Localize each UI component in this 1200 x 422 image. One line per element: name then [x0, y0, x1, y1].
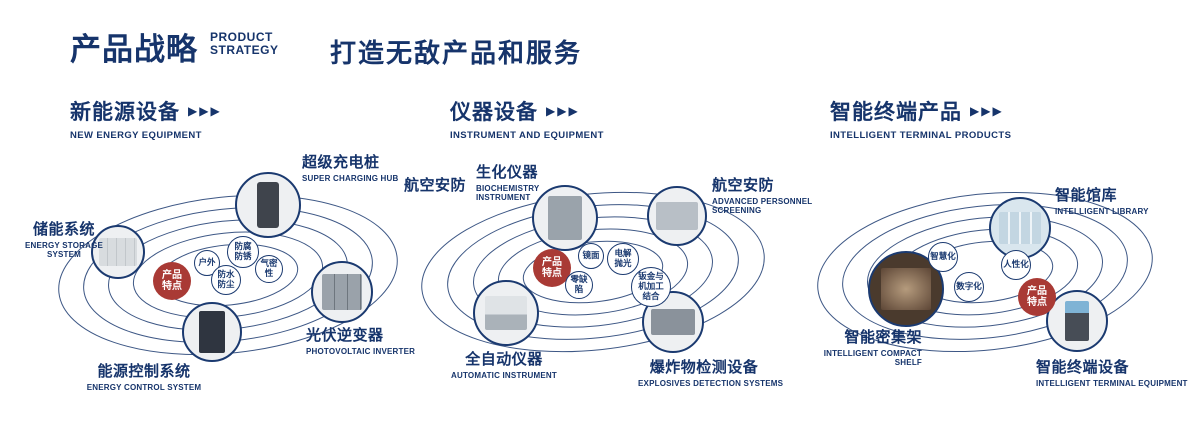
- product-label-energy-storage: 储能系统 ENERGY STORAGE SYSTEM: [22, 218, 106, 259]
- equipment-image: [548, 196, 582, 240]
- product-label-intelligent-library: 智能馆库 INTELLIGENT LIBRARY: [1055, 184, 1149, 216]
- product-name: 生化仪器: [476, 164, 539, 181]
- section-title-row: 新能源设备 ▶▶▶: [70, 96, 222, 126]
- product-name: 航空安防: [712, 177, 775, 194]
- page-title-en: PRODUCT STRATEGY: [210, 31, 278, 57]
- product-name-en: EXPLOSIVES DETECTION SYSTEMS: [638, 379, 784, 388]
- feature-bubble: 数字化: [954, 272, 984, 302]
- product-name-en: INTELLIGENT COMPACT SHELF: [823, 349, 922, 367]
- product-label-intelligent-terminal: 智能终端设备 INTELLIGENT TERMINAL EQUIPMENT: [1036, 356, 1192, 388]
- label-text: 航空安防: [404, 177, 467, 194]
- slogan: 打造无敌产品和服务: [330, 38, 583, 68]
- product-features-badge: 产品 特点: [1018, 278, 1056, 316]
- product-label-explosives-detection: 爆炸物检测设备 EXPLOSIVES DETECTION SYSTEMS: [638, 356, 784, 388]
- equipment-image: [881, 268, 931, 310]
- section-subtitle: NEW ENERGY EQUIPMENT: [70, 130, 202, 141]
- equipment-image: [199, 311, 225, 353]
- product-name: 能源控制系统: [97, 363, 191, 380]
- product-name: 智能馆库: [1055, 187, 1118, 204]
- equipment-image: [999, 212, 1041, 244]
- product-name: 全自动仪器: [465, 351, 543, 368]
- product-name-en: AUTOMATIC INSTRUMENT: [451, 371, 557, 380]
- section-title-row: 仪器设备 ▶▶▶: [450, 96, 604, 126]
- brand-block: 产品战略 PRODUCT STRATEGY: [70, 24, 278, 69]
- section-head-new-energy: 新能源设备 ▶▶▶ NEW ENERGY EQUIPMENT: [70, 96, 222, 141]
- product-photo-energy-storage: [91, 225, 145, 279]
- product-label-super-charging-hub: 超级充电桩 SUPER CHARGING HUB: [302, 151, 399, 183]
- section-subtitle: INSTRUMENT AND EQUIPMENT: [450, 130, 604, 141]
- product-photo-energy-control: [182, 302, 242, 362]
- product-photo-personnel-screening: [647, 186, 707, 246]
- product-name: 智能密集架: [844, 329, 922, 346]
- product-name-en: BIOCHEMISTRY INSTRUMENT: [476, 184, 540, 202]
- feature-bubble: 人性化: [1001, 250, 1031, 280]
- feature-bubble: 钣金与机加工结合: [631, 267, 671, 307]
- product-label-personnel-screening: 航空安防 ADVANCED PERSONNEL SCREENING: [712, 174, 816, 215]
- feature-bubble: 防腐防锈: [227, 236, 259, 268]
- product-label-energy-control: 能源控制系统 ENERGY CONTROL SYSTEM: [78, 360, 210, 392]
- equipment-image: [651, 309, 695, 335]
- product-name-en: ENERGY STORAGE SYSTEM: [24, 241, 104, 259]
- product-name: 智能终端设备: [1036, 359, 1130, 376]
- product-name: 超级充电桩: [302, 154, 380, 171]
- product-name: 光伏逆变器: [306, 327, 384, 344]
- product-photo-biochemistry-instrument: [532, 185, 598, 251]
- badge-line: 产品: [162, 269, 182, 281]
- equipment-image: [99, 238, 137, 266]
- chevrons-icon: ▶▶▶: [188, 104, 222, 118]
- feature-bubble: 零缺陷: [565, 271, 593, 299]
- equipment-image: [485, 296, 527, 330]
- page-title-en-line1: PRODUCT: [210, 30, 273, 44]
- product-name-en: SUPER CHARGING HUB: [302, 174, 399, 183]
- product-name-en: INTELLIGENT TERMINAL EQUIPMENT: [1036, 379, 1188, 388]
- equipment-image: [1065, 301, 1089, 341]
- product-label-photovoltaic-inverter: 光伏逆变器 PHOTOVOLTAIC INVERTER: [306, 324, 415, 356]
- product-photo-intelligent-library: [989, 197, 1051, 259]
- equipment-image: [257, 182, 279, 228]
- equipment-image: [322, 274, 362, 310]
- feature-bubble: 气密性: [255, 255, 283, 283]
- feature-bubble: 电解抛光: [607, 243, 639, 275]
- product-name-en: ADVANCED PERSONNEL SCREENING: [712, 197, 813, 215]
- equipment-image: [656, 202, 698, 230]
- chevrons-icon: ▶▶▶: [546, 104, 580, 118]
- label-aviation-security: 航空安防: [404, 174, 466, 195]
- feature-bubble: 智慧化: [928, 242, 958, 272]
- page-title: 产品战略: [70, 32, 198, 67]
- section-title: 新能源设备: [70, 101, 180, 124]
- chevrons-icon: ▶▶▶: [970, 104, 1004, 118]
- product-features-badge: 产品 特点: [153, 262, 191, 300]
- product-label-automatic-instrument: 全自动仪器 AUTOMATIC INSTRUMENT: [448, 348, 560, 380]
- product-label-biochemistry-instrument: 生化仪器 BIOCHEMISTRY INSTRUMENT: [476, 161, 556, 202]
- badge-line: 产品: [542, 256, 562, 268]
- product-features-badge: 产品 特点: [533, 249, 571, 287]
- section-subtitle: INTELLIGENT TERMINAL PRODUCTS: [830, 130, 1012, 141]
- feature-bubble: 镜面: [578, 243, 604, 269]
- badge-line: 特点: [162, 281, 182, 292]
- product-photo-intelligent-terminal: [1046, 290, 1108, 352]
- product-photo-photovoltaic-inverter: [311, 261, 373, 323]
- product-label-intelligent-compact-shelf: 智能密集架 INTELLIGENT COMPACT SHELF: [822, 326, 922, 367]
- product-name-en: INTELLIGENT LIBRARY: [1055, 207, 1149, 216]
- section-title: 智能终端产品: [830, 101, 962, 124]
- badge-line: 产品: [1027, 285, 1047, 297]
- product-name-en: PHOTOVOLTAIC INVERTER: [306, 347, 416, 356]
- section-title-row: 智能终端产品 ▶▶▶: [830, 96, 1011, 126]
- badge-line: 特点: [1027, 297, 1047, 308]
- feature-bubble: 防水防尘: [211, 265, 241, 295]
- section-head-intelligent: 智能终端产品 ▶▶▶ INTELLIGENT TERMINAL PRODUCTS: [830, 96, 1011, 141]
- product-name: 储能系统: [32, 221, 95, 238]
- product-name-en: ENERGY CONTROL SYSTEM: [86, 383, 202, 392]
- product-name: 爆炸物检测设备: [649, 359, 759, 376]
- section-head-instruments: 仪器设备 ▶▶▶ INSTRUMENT AND EQUIPMENT: [450, 96, 604, 141]
- product-photo-automatic-instrument: [473, 280, 539, 346]
- section-title: 仪器设备: [450, 101, 538, 124]
- badge-line: 特点: [542, 268, 562, 279]
- product-photo-super-charging-hub: [235, 172, 301, 238]
- page-title-en-line2: STRATEGY: [210, 42, 279, 57]
